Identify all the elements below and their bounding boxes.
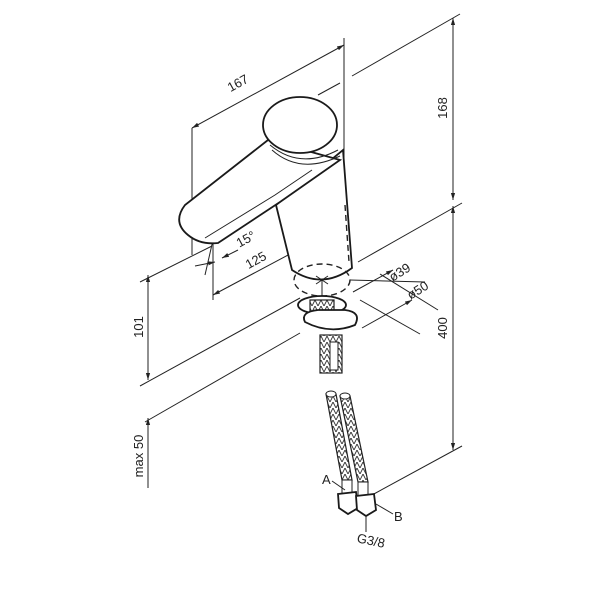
dim-max50: max 50 (131, 435, 146, 478)
supply-hoses (325, 390, 394, 532)
dim-400: 400 (435, 317, 450, 339)
nut-b (355, 493, 377, 518)
dim-168: 168 (435, 97, 450, 119)
label-b: B (394, 509, 403, 524)
label-thread: G3/8 (356, 530, 387, 551)
dim-125: 125 (243, 248, 269, 272)
dimension-lines (139, 13, 463, 496)
dim-167: 167 (225, 71, 251, 95)
lever-cap (262, 96, 338, 154)
faucet-body (178, 96, 353, 297)
label-a: A (322, 472, 331, 487)
mounting-hardware (297, 295, 358, 374)
nut-a (337, 491, 359, 516)
dim-101: 101 (131, 316, 146, 338)
